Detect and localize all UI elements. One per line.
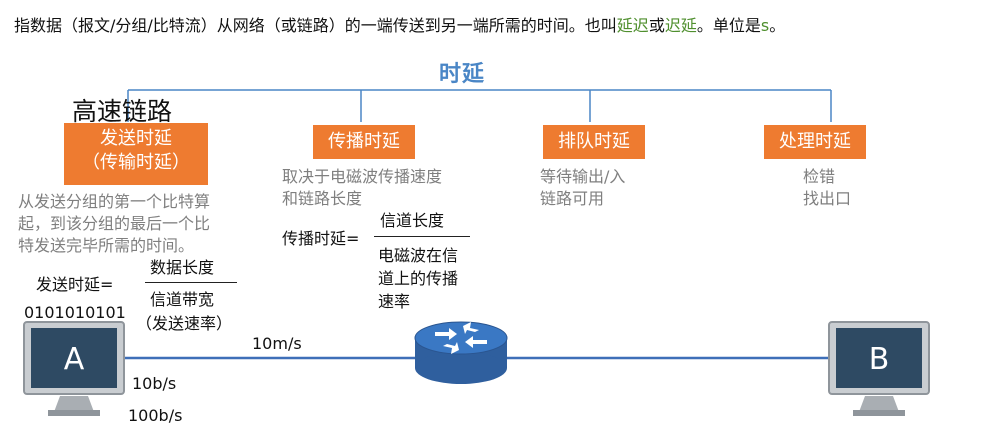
propagation-formula-label: 传播时延= (282, 229, 360, 248)
computer-b-icon (828, 321, 930, 416)
transmission-numerator: 数据长度 (150, 258, 215, 277)
transmission-denominator-2: （发送速率） (136, 314, 233, 333)
propagation-numerator: 信道长度 (380, 211, 445, 230)
bit-stream: 0101010101 (24, 303, 126, 322)
intro-text: 指数据（报文/分组/比特流）从网络（或链路）的一端传送到另一端所需的时间。也叫延… (14, 16, 786, 35)
box-propagation-delay: 传播时延 (313, 125, 415, 159)
rate-label-10: 10b/s (132, 374, 177, 393)
high-speed-link-label: 高速链路 (72, 97, 173, 126)
propagation-speed-label: 10m/s (252, 334, 302, 353)
rate-label-100: 100b/s (128, 406, 183, 425)
box-transmission-delay: 发送时延 （传输时延） (64, 123, 208, 185)
router-icon (414, 321, 508, 384)
propagation-description: 取决于电磁波传播速度 和链路长度 (282, 167, 443, 208)
processing-description: 检错 找出口 (803, 167, 852, 208)
box-processing-delay: 处理时延 (764, 125, 866, 159)
host-b-label: B (868, 342, 890, 377)
transmission-formula-label: 发送时延= (36, 275, 114, 294)
unit-s: s (760, 16, 770, 35)
queuing-description: 等待输出/入 链路可用 (540, 167, 626, 208)
term-delay: 延迟 (616, 16, 649, 35)
transmission-fraction-bar (145, 282, 237, 283)
diagram-title: 时延 (439, 62, 486, 87)
propagation-fraction-bar (374, 236, 470, 237)
term-latency: 迟延 (664, 16, 697, 35)
host-a-label: A (63, 342, 85, 377)
propagation-denominator: 电磁波在信 道上的传播 速率 (378, 246, 459, 311)
computer-a-icon (23, 321, 125, 416)
transmission-denominator-1: 信道带宽 (150, 290, 215, 309)
box-queuing-delay: 排队时延 (543, 125, 645, 159)
transmission-description: 从发送分组的第一个比特算 起，到该分组的最后一个比 特发送完毕所需的时间。 (18, 192, 211, 255)
